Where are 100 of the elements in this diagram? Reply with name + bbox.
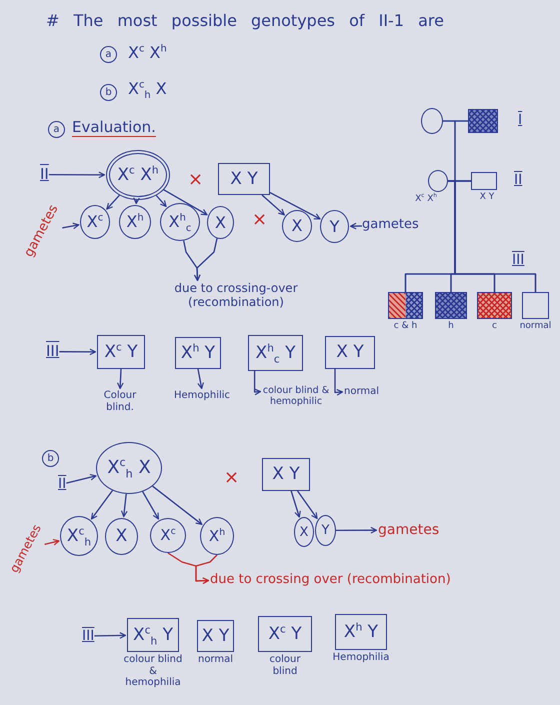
arrow	[152, 486, 202, 525]
gametes-label: gametes	[378, 522, 440, 538]
cross-sign: ×	[188, 170, 204, 191]
genotype-box	[175, 337, 221, 369]
arrow	[194, 238, 218, 282]
phenotype-label: Colour blind.	[98, 390, 142, 413]
gamete-circle	[282, 210, 312, 242]
gamete-circle	[315, 515, 336, 546]
arrow	[142, 491, 159, 520]
arrow	[90, 490, 114, 520]
genotype-text: X$^{c}$ X$^{h}$	[117, 166, 159, 184]
phenotype-label: c	[492, 321, 497, 332]
arrow	[336, 526, 378, 534]
gamete-text: X	[300, 526, 308, 538]
genotype-option: X$^{c}$ X$^{h}$	[128, 44, 167, 62]
genotype-box	[97, 335, 145, 369]
phenotype-label: h	[448, 321, 454, 332]
female-symbol	[421, 108, 443, 134]
gametes-label: gametes	[362, 218, 419, 233]
note-text: due to crossing-over (recombination)	[172, 282, 300, 310]
arrow	[297, 490, 318, 520]
arrow	[48, 172, 106, 178]
arrow	[163, 189, 208, 216]
gamete-circle	[60, 516, 98, 556]
genotype-text: X$^{c}$$_{h}$ Y	[133, 626, 173, 644]
phenotype-label: colour blind	[268, 654, 302, 677]
genotype-box	[262, 458, 310, 491]
cross-sign: ×	[224, 468, 240, 489]
genotype-text: X Y	[230, 170, 258, 188]
generation-label: III	[82, 628, 94, 644]
arrow	[94, 632, 126, 639]
arrow	[59, 348, 96, 356]
genotype-ellipse	[106, 150, 170, 200]
gamete-circle	[294, 517, 314, 547]
gamete-circle	[119, 205, 151, 239]
genotype-box	[218, 163, 270, 195]
arrow	[133, 197, 140, 204]
gamete-text: X	[215, 214, 226, 230]
gamete-circle	[105, 518, 138, 555]
phenotype-label: colour blind & hemophilic	[262, 386, 330, 408]
affected-male-symbol	[468, 109, 498, 133]
genotype-text: X$^{c}$$_{h}$ X	[107, 459, 151, 477]
genotype-text: X$^{h}$$_{c}$ Y	[256, 344, 296, 362]
arrow	[334, 369, 344, 396]
genotype-text: X$^{h}$ Y	[180, 344, 216, 362]
genotype-text: X$^{c}$ Y	[268, 626, 302, 642]
phenotype-label: normal	[344, 386, 380, 398]
arrow	[290, 490, 301, 518]
section-heading: Evaluation.	[72, 119, 156, 136]
phenotype-label: colour blind & hemophilia	[122, 654, 184, 688]
generation-label: II	[58, 476, 66, 492]
gamete-text: X$^{h}$	[208, 528, 226, 544]
cross-sign: ×	[252, 210, 268, 231]
gamete-circle	[320, 210, 349, 243]
generation-label: II	[514, 172, 522, 188]
gamete-text: X$^{h}$	[126, 214, 144, 230]
generation-label: II	[40, 166, 49, 184]
phenotype-label: normal	[520, 321, 552, 332]
gamete-text: X$^{c}$	[86, 214, 104, 230]
option-letter: b	[100, 84, 117, 101]
genotype-option: X$^{c}$$_{h}$ X	[128, 80, 167, 98]
arrow	[62, 222, 80, 230]
arrow	[197, 368, 204, 390]
gamete-circle	[200, 517, 234, 555]
gamete-text: Y	[322, 524, 330, 537]
gamete-text: X	[292, 218, 302, 234]
gamete-text: X	[116, 528, 128, 545]
option-letter: b	[42, 450, 59, 467]
gamete-text: X$^{c}$	[160, 528, 176, 543]
genotype-box	[325, 336, 375, 369]
genotype-text: X Y	[202, 628, 230, 644]
genotype-text: X Y	[272, 466, 300, 483]
option-letter: a	[48, 121, 65, 138]
genotype-label: X Y	[480, 192, 494, 202]
heading: # The most possible genotypes of II-1 are	[46, 12, 444, 30]
gamete-text: Y	[330, 218, 340, 234]
genotype-text: X Y	[336, 344, 364, 361]
phenotype-label: c & h	[394, 321, 418, 332]
arrow	[195, 554, 218, 584]
gamete-circle	[80, 205, 110, 239]
generation-label: III	[46, 343, 60, 360]
genotype-ellipse	[96, 442, 162, 494]
note-text: due to crossing over (recombination)	[210, 573, 451, 588]
gamete-circle	[150, 518, 186, 553]
arrow	[270, 192, 321, 220]
genotype-label: X$^{c}$ X$^{h}$	[415, 194, 437, 204]
phenotype-label: Hemophilia	[332, 652, 390, 664]
arrow	[262, 194, 285, 216]
arrow	[117, 368, 124, 390]
generation-label: I	[518, 112, 522, 128]
gamete-circle	[160, 203, 200, 241]
arrow	[44, 538, 60, 546]
genotype-box	[248, 335, 303, 371]
arrow	[156, 195, 167, 207]
genotype-text: X$^{c}$ Y	[104, 344, 138, 360]
option-letter: a	[100, 46, 117, 63]
generation-label: III	[512, 252, 524, 268]
gamete-circle	[207, 206, 234, 239]
genotype-text: X$^{h}$ Y	[344, 624, 378, 640]
arrow	[120, 494, 128, 518]
